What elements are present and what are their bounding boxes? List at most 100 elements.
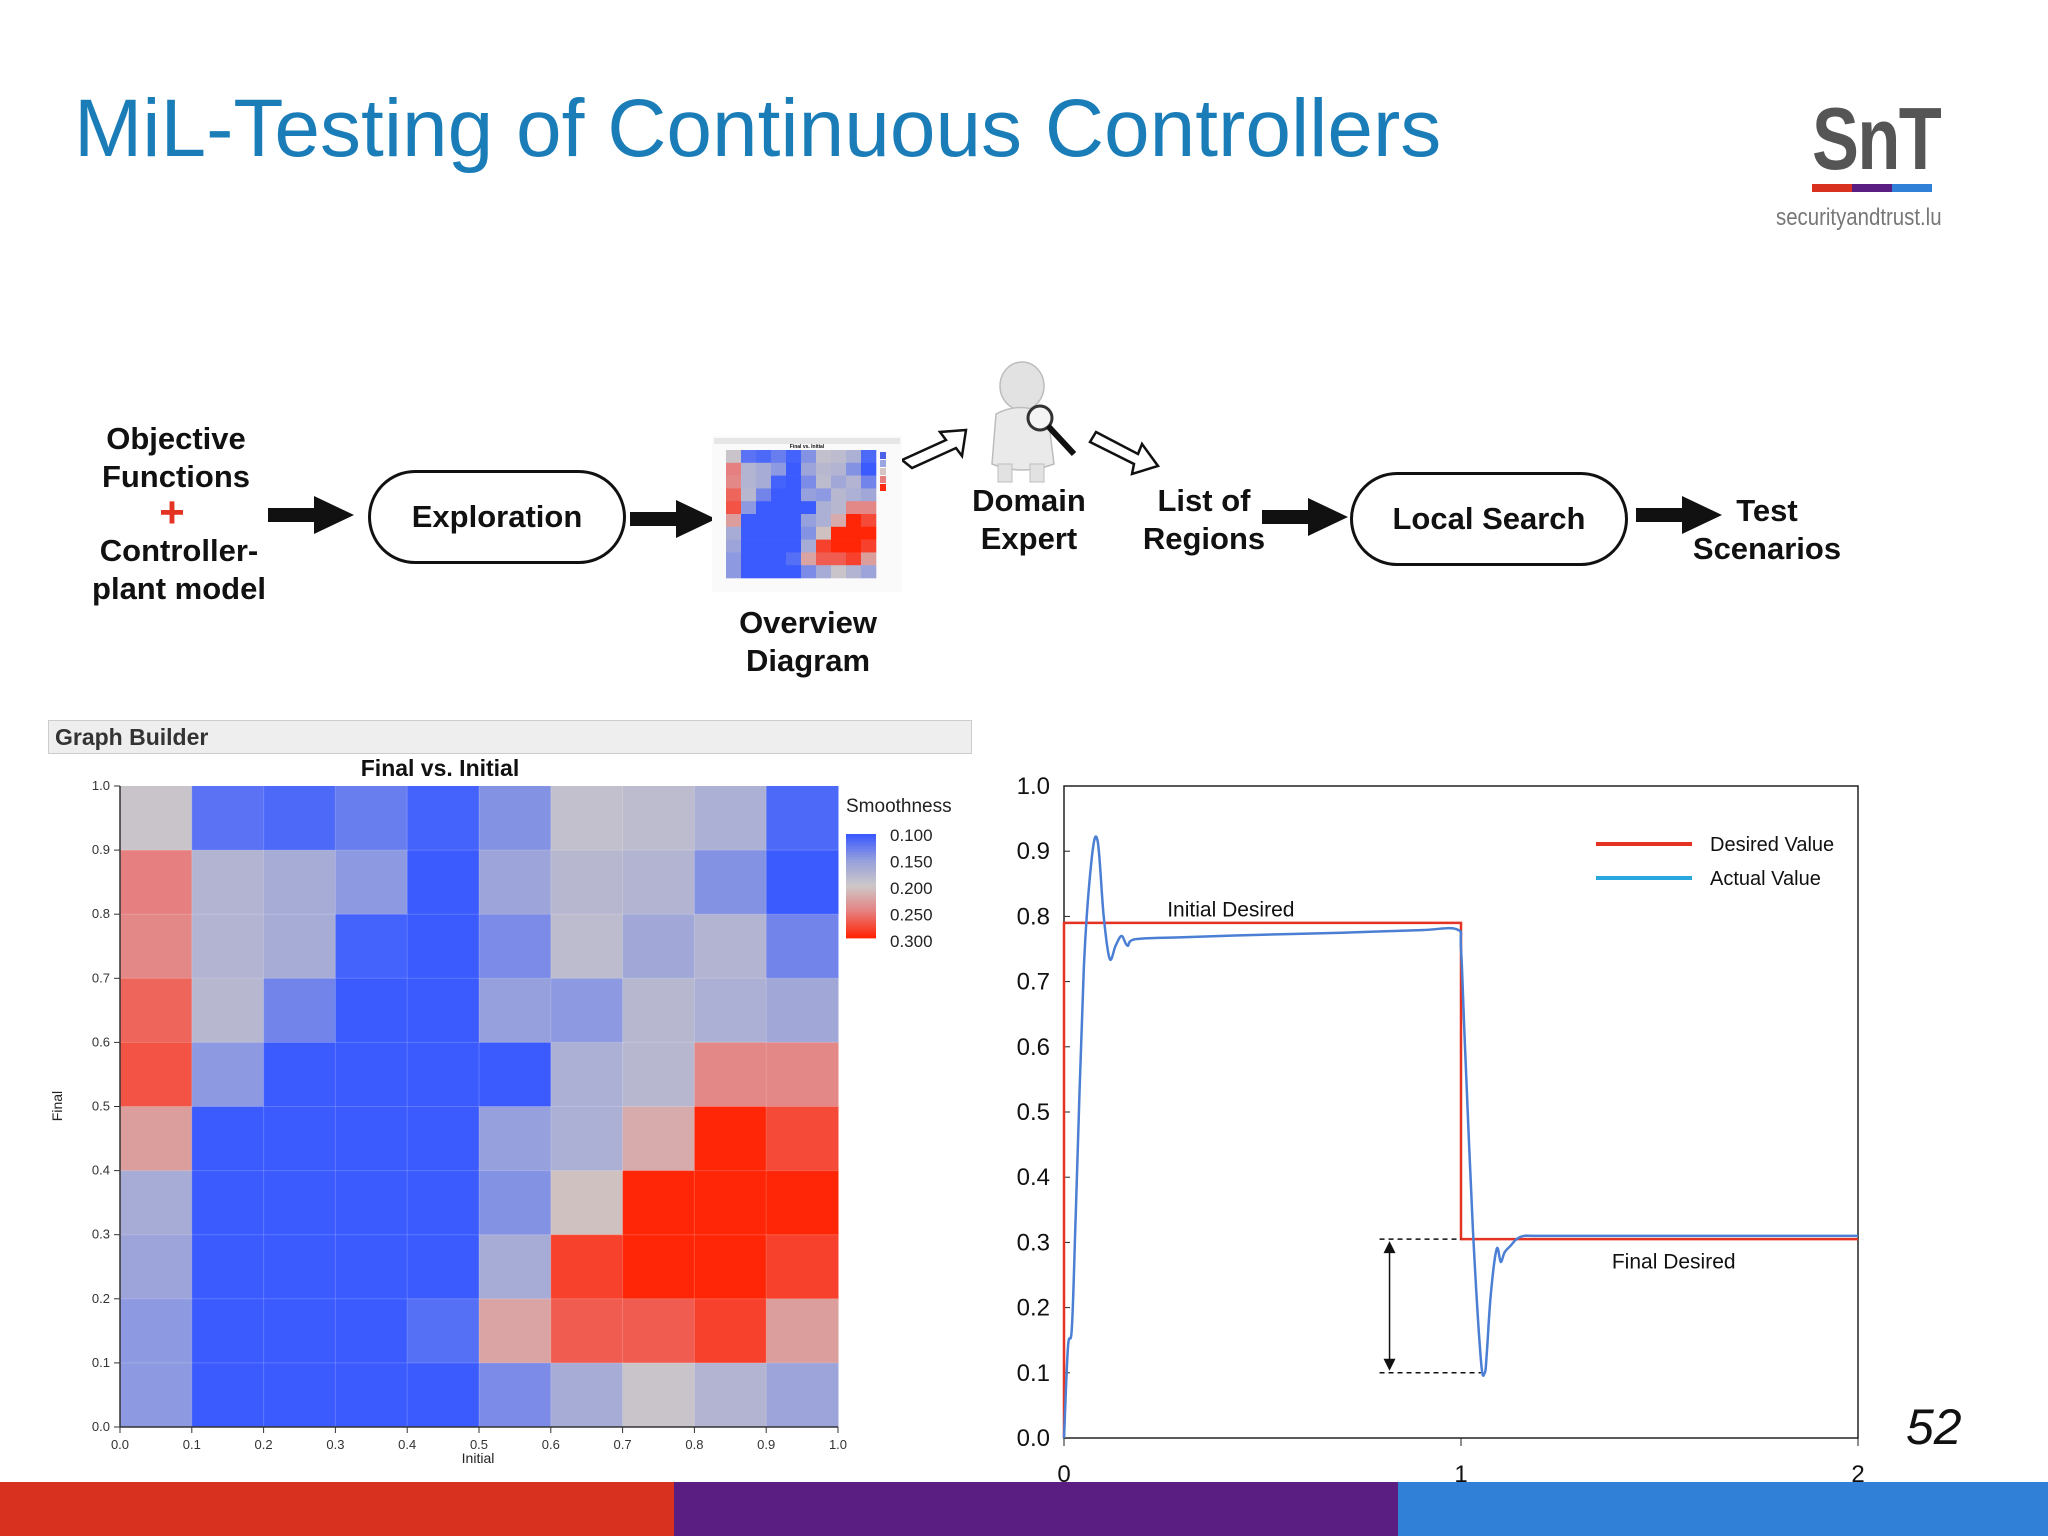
flow-arrows xyxy=(268,361,1722,538)
thumb-title: Final vs. Initial xyxy=(790,444,825,450)
thumb-cell xyxy=(861,488,877,502)
heatmap-cell xyxy=(335,1170,408,1236)
thumb-cell xyxy=(801,488,817,502)
thumb-cell xyxy=(816,552,832,566)
heatmap-cell xyxy=(191,1234,265,1300)
bottom-color-bar xyxy=(0,1482,2048,1536)
heatmap-y-tick-label: 0.5 xyxy=(92,1099,110,1114)
exploration-step: Exploration xyxy=(368,470,626,564)
heatmap-y-label: Final xyxy=(49,1091,65,1121)
heatmap-legend-label: 0.150 xyxy=(890,853,933,872)
heatmap-cell xyxy=(622,1042,695,1107)
thumb-cell xyxy=(846,475,862,489)
heatmap-cell xyxy=(191,1106,265,1172)
heatmap-legend-swatch xyxy=(846,909,876,913)
heatmap-cell xyxy=(622,978,695,1043)
thumb-cell xyxy=(831,450,847,464)
thumb-cell xyxy=(771,488,787,502)
heatmap-cell xyxy=(479,1362,552,1428)
thumb-cell xyxy=(816,462,832,476)
thumb-cell xyxy=(816,539,832,553)
right-arrow-icon xyxy=(1636,496,1722,534)
thumb-cell xyxy=(741,526,757,540)
thumb-cell xyxy=(741,501,757,515)
logo-mark: SnT xyxy=(1812,89,1942,188)
thumb-cell xyxy=(756,526,772,540)
thumb-cell xyxy=(756,462,772,476)
logo-bar-purple xyxy=(1852,184,1892,192)
thumb-cell xyxy=(831,526,847,540)
heatmap-cell xyxy=(335,786,408,851)
snt-logo: SnT securityandtrust.lu xyxy=(1772,88,1972,238)
thumb-cell xyxy=(846,565,862,579)
thumb-cell xyxy=(861,539,877,553)
heatmap-y-tick-label: 0.6 xyxy=(92,1034,110,1049)
test-scenarios-label: Test Scenarios xyxy=(1680,492,1854,568)
thumb-cell xyxy=(846,501,862,515)
domain-expert-label: Domain Expert xyxy=(948,482,1110,558)
heatmap-x-tick-label: 0.3 xyxy=(326,1437,344,1452)
thumb-cell xyxy=(831,565,847,579)
thumb-cell xyxy=(831,475,847,489)
heatmap-cell xyxy=(550,1170,624,1236)
outline-arrow-icon xyxy=(1088,430,1161,476)
line-chart-y-tick-label: 1.0 xyxy=(1017,773,1050,800)
thumb-cell xyxy=(771,462,787,476)
thumb-cell xyxy=(756,552,772,566)
thumb-cell xyxy=(816,450,832,464)
heatmap-cell xyxy=(407,786,480,851)
heatmap-y-tick-label: 1.0 xyxy=(92,778,110,793)
thumb-cell xyxy=(861,475,877,489)
domain-expert-line-1: Domain xyxy=(972,483,1086,518)
heatmap-cell xyxy=(479,1042,552,1107)
thumb-cell xyxy=(771,539,787,553)
thumb-cell xyxy=(831,501,847,515)
thumb-cell xyxy=(726,514,742,528)
thumb-cell xyxy=(816,475,832,489)
heatmap-cell xyxy=(263,850,336,915)
thumb-cell xyxy=(831,539,847,553)
heatmap-cell xyxy=(694,850,767,915)
heatmap-cell xyxy=(191,1170,265,1236)
line-chart-y-tick-label: 0.8 xyxy=(1017,903,1050,930)
heatmap-cell xyxy=(622,786,695,851)
heatmap-cell xyxy=(550,1362,624,1428)
heatmap-legend-swatch xyxy=(846,852,876,856)
thumb-cell xyxy=(726,450,742,464)
thumb-cell xyxy=(801,450,817,464)
line-chart-annotation: Final Desired xyxy=(1612,1250,1736,1273)
thumb-cell xyxy=(741,565,757,579)
heatmap-cell xyxy=(479,850,552,915)
heatmap-cell xyxy=(120,850,193,915)
heatmap-legend-swatch xyxy=(846,901,876,905)
heatmap-cell xyxy=(120,786,193,851)
line-chart-x-tick-label: 1 xyxy=(1454,1461,1467,1488)
controller-plant-model-label: Controller- plant model xyxy=(84,532,274,608)
heatmap-cell xyxy=(479,914,552,979)
heatmap-cell xyxy=(622,1362,695,1428)
thumb-cell xyxy=(756,475,772,489)
heatmap-legend-swatch xyxy=(846,878,876,882)
thumb-cell xyxy=(846,539,862,553)
list-of-regions-label: List of Regions xyxy=(1118,482,1290,558)
heatmap-legend-swatch xyxy=(846,875,876,879)
heatmap-cell xyxy=(550,850,624,915)
heatmap-cell xyxy=(622,1106,695,1172)
thumb-cell xyxy=(771,526,787,540)
heatmap-cell xyxy=(550,914,624,979)
thumb-cell xyxy=(726,552,742,566)
heatmap-cell xyxy=(407,978,480,1043)
heatmap-legend-label: 0.200 xyxy=(890,879,933,898)
thumb-cell xyxy=(726,565,742,579)
line-chart-y-tick-label: 0.9 xyxy=(1017,838,1050,865)
heatmap-y-tick-label: 0.8 xyxy=(92,906,110,921)
heatmap-legend-swatch xyxy=(846,919,876,923)
heatmap-cell xyxy=(766,1362,839,1428)
thumb-cell xyxy=(861,565,877,579)
line-chart-y-tick-label: 0.3 xyxy=(1017,1229,1050,1256)
thumb-cell xyxy=(801,462,817,476)
heatmap-cell xyxy=(766,786,839,851)
thumb-cell xyxy=(831,514,847,528)
thumb-cell xyxy=(801,552,817,566)
heatmap-legend-swatch xyxy=(846,896,876,900)
